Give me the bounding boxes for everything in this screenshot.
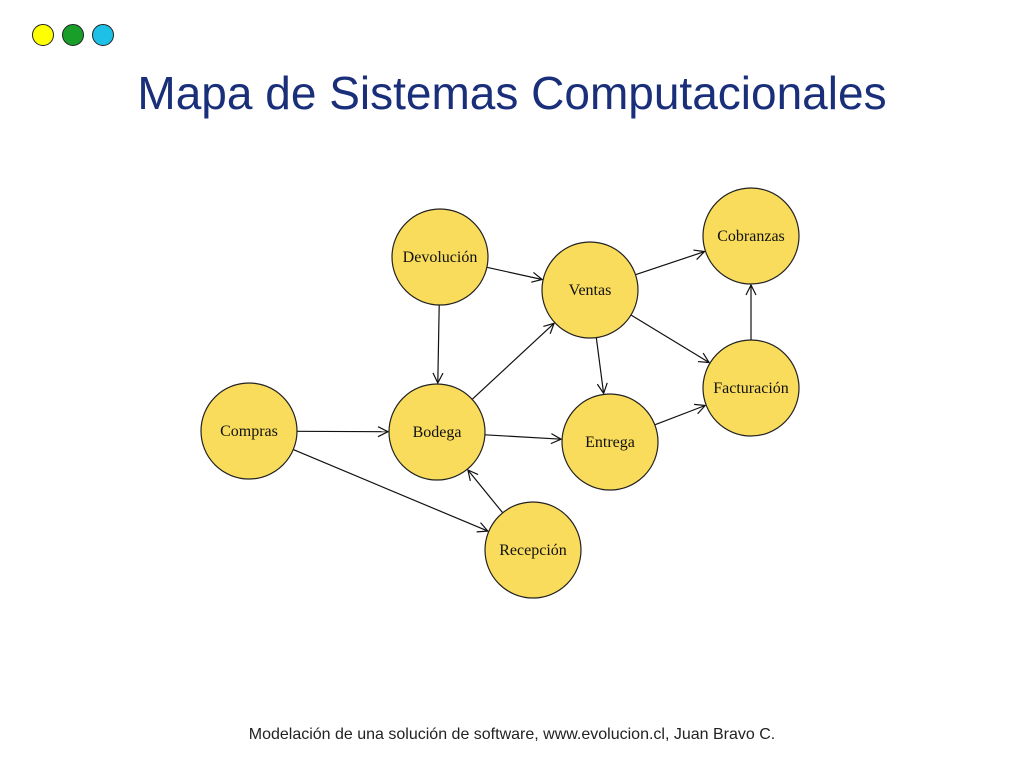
slide-title: Mapa de Sistemas Computacionales xyxy=(137,67,887,119)
node-circle-compras xyxy=(200,382,298,480)
node-entrega: Entrega xyxy=(561,393,659,491)
edge-bodega-to-ventas xyxy=(471,323,554,400)
yellow-dot-icon xyxy=(32,24,54,46)
edge-ventas-to-facturacion xyxy=(630,314,709,363)
edge-recepcion-to-bodega xyxy=(468,470,504,514)
node-label-devolucion: Devolución xyxy=(403,249,478,266)
edge-entrega-to-facturacion xyxy=(654,406,705,426)
node-compras: Compras xyxy=(200,382,298,480)
edge-devolucion-to-ventas xyxy=(486,266,542,279)
node-circle-facturacion xyxy=(702,339,800,437)
edge-ventas-to-entrega xyxy=(595,337,603,394)
node-label-recepcion: Recepción xyxy=(499,542,567,559)
edge-devolucion-to-bodega xyxy=(438,304,439,383)
node-label-facturacion: Facturación xyxy=(713,380,789,397)
node-facturacion: Facturación xyxy=(702,339,800,437)
node-circle-devolucion xyxy=(391,208,489,306)
node-label-cobranzas: Cobranzas xyxy=(717,228,785,245)
node-recepcion: Recepción xyxy=(484,501,582,599)
node-cobranzas: Cobranzas xyxy=(702,187,800,285)
node-bodega: Bodega xyxy=(388,383,486,481)
node-label-ventas: Ventas xyxy=(569,282,612,299)
node-circle-recepcion xyxy=(484,501,582,599)
node-circle-ventas xyxy=(541,241,639,339)
decorative-dots xyxy=(32,24,114,46)
node-circle-bodega xyxy=(388,383,486,481)
blue-dot-icon xyxy=(92,24,114,46)
node-ventas: Ventas xyxy=(541,241,639,339)
edges-layer xyxy=(293,252,751,531)
edge-ventas-to-cobranzas xyxy=(635,252,705,276)
node-circle-cobranzas xyxy=(702,187,800,285)
slide-footer: Modelación de una solución de software, … xyxy=(248,726,776,743)
node-circle-entrega xyxy=(561,393,659,491)
node-label-compras: Compras xyxy=(220,423,278,440)
edge-compras-to-recepcion xyxy=(293,449,488,531)
edge-bodega-to-entrega xyxy=(484,435,561,439)
green-dot-icon xyxy=(62,24,84,46)
node-label-bodega: Bodega xyxy=(413,424,462,441)
node-label-entrega: Entrega xyxy=(585,434,635,451)
node-devolucion: Devolución xyxy=(391,208,489,306)
